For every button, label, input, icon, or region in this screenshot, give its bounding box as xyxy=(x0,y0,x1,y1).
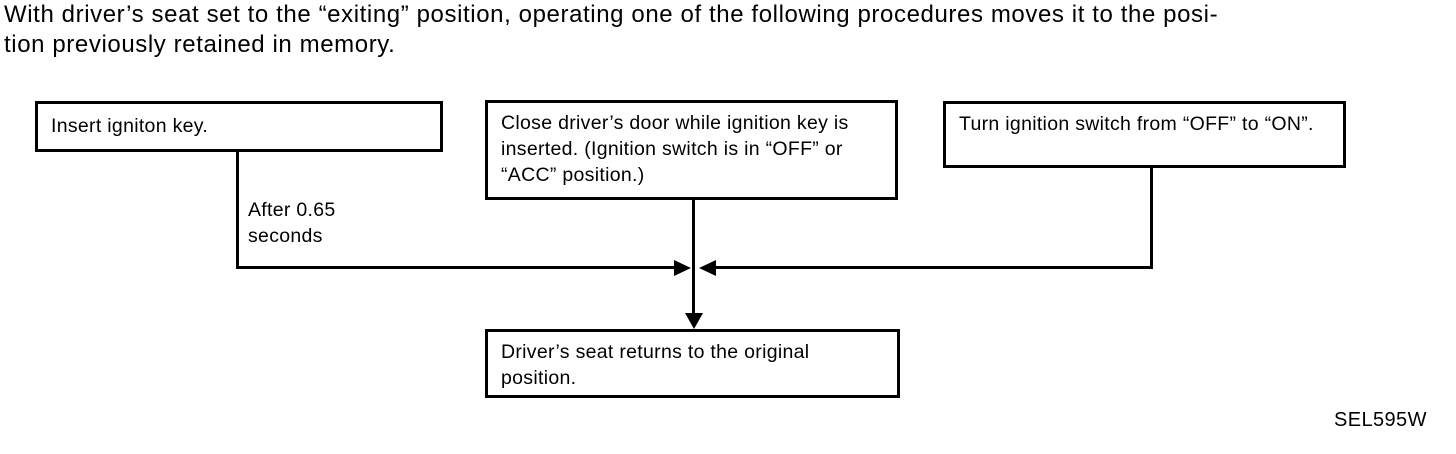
connector-vertical-from-turn-switch xyxy=(1150,168,1153,269)
intro-line-2: tion previously retained in memory. xyxy=(4,31,396,58)
flow-box-close-door-label: Close driver’s door while ignition key i… xyxy=(501,112,849,186)
connector-horizontal-right xyxy=(714,266,1152,269)
flow-box-turn-ignition-switch: Turn ignition switch from “OFF” to “ON”. xyxy=(943,101,1346,168)
delay-annotation: After 0.65 seconds xyxy=(248,199,336,247)
connector-vertical-center xyxy=(692,200,695,314)
flow-box-turn-ignition-switch-label: Turn ignition switch from “OFF” to “ON”. xyxy=(959,113,1314,135)
intro-line-1: With driver’s seat set to the “exiting” … xyxy=(4,1,1219,28)
connector-vertical-from-insert-key xyxy=(236,152,239,269)
intro-paragraph: With driver’s seat set to the “exiting” … xyxy=(4,0,1454,60)
flow-box-close-door: Close driver’s door while ignition key i… xyxy=(485,100,898,200)
arrow-left-icon xyxy=(699,260,716,276)
arrow-down-icon xyxy=(685,313,703,329)
flow-box-seat-returns-label: Driver’s seat returns to the original po… xyxy=(501,341,810,389)
flow-box-insert-key: Insert igniton key. xyxy=(35,101,443,152)
flow-box-insert-key-label: Insert igniton key. xyxy=(51,115,209,137)
flow-box-seat-returns: Driver’s seat returns to the original po… xyxy=(485,329,900,398)
figure-code: SEL595W xyxy=(1334,409,1427,431)
connector-horizontal-left xyxy=(236,266,676,269)
arrow-right-icon xyxy=(674,260,691,276)
